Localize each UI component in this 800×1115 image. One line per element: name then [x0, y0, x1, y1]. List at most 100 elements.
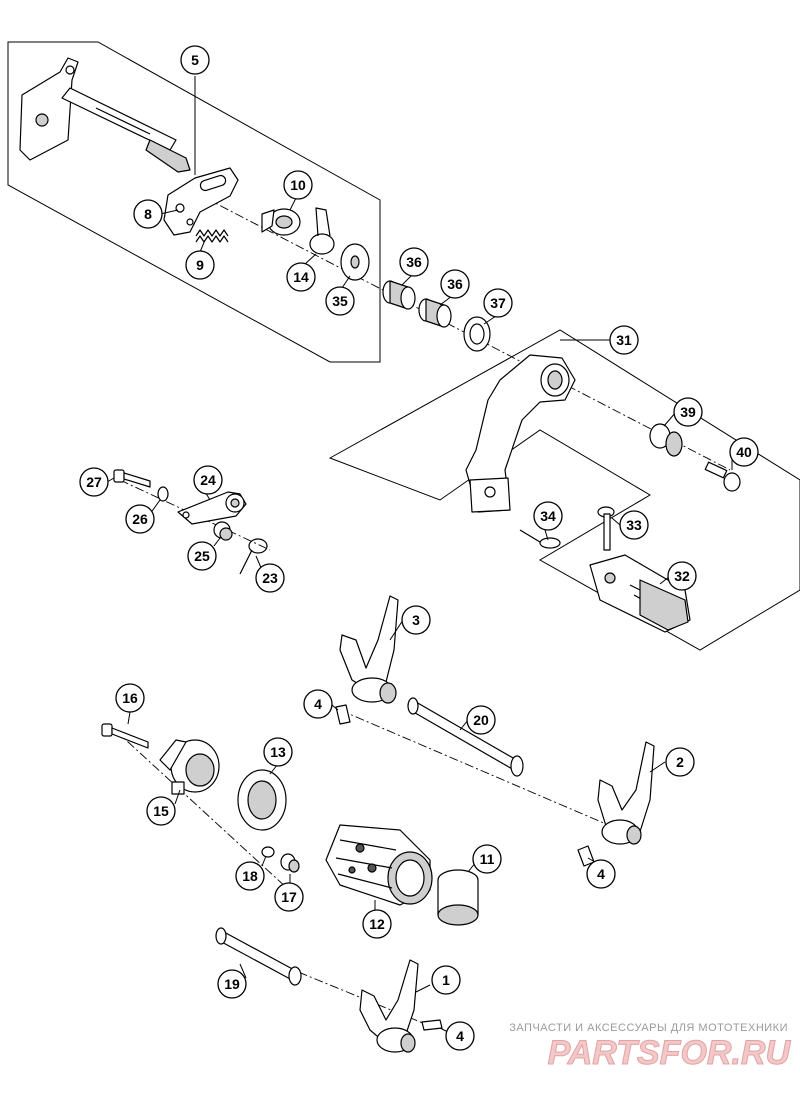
- callout-37: 37: [483, 288, 513, 318]
- screw-17-part: [280, 853, 300, 873]
- svg-text:16: 16: [122, 690, 138, 706]
- bearing-13-part: [237, 769, 287, 831]
- bearing-11-part: [437, 869, 479, 926]
- needle-bearing-2-part: [418, 298, 452, 328]
- callout-33: 33: [619, 510, 649, 540]
- washer-26-part: [157, 486, 169, 502]
- spring-23-part: [239, 538, 268, 575]
- spring-clip-part: [519, 529, 561, 549]
- svg-text:8: 8: [144, 206, 152, 222]
- spring-part: [195, 229, 229, 243]
- svg-text:4: 4: [314, 696, 322, 712]
- bolt-27-part: [113, 469, 151, 488]
- shift-drum-locating-15-part: [159, 739, 220, 795]
- svg-text:37: 37: [490, 295, 506, 311]
- svg-text:4: 4: [456, 1028, 464, 1044]
- callout-26: 26: [125, 504, 155, 534]
- guide-pin-4-upper-part: [335, 704, 351, 725]
- callout-25: 25: [187, 541, 217, 571]
- svg-text:20: 20: [473, 712, 489, 728]
- svg-text:26: 26: [132, 511, 148, 527]
- callout-4-upper: 4: [303, 689, 333, 719]
- callout-9: 9: [185, 250, 215, 280]
- svg-text:25: 25: [194, 548, 210, 564]
- fork-rail-19-part: [215, 927, 302, 986]
- watermark-logo: PARTSFOR.RU: [548, 1034, 792, 1072]
- washer-part: [340, 243, 370, 281]
- svg-text:34: 34: [540, 508, 556, 524]
- svg-text:15: 15: [153, 803, 169, 819]
- axis-drum: [114, 729, 301, 901]
- shift-shaft-part: [19, 57, 191, 173]
- shift-drum-12-part: [325, 824, 433, 906]
- shift-fork-2-part: [597, 741, 655, 845]
- callout-36-a: 36: [399, 247, 429, 277]
- lever-pin-part: [597, 506, 615, 551]
- shift-fork-1-part: [359, 959, 419, 1053]
- guide-pin-4-lower-part: [421, 1019, 443, 1031]
- callout-12: 12: [362, 909, 392, 939]
- needle-bearing-1-part: [382, 280, 416, 310]
- svg-text:19: 19: [224, 976, 240, 992]
- svg-text:32: 32: [674, 568, 690, 584]
- callout-32: 32: [667, 561, 697, 591]
- callout-14: 14: [286, 262, 316, 292]
- svg-text:40: 40: [736, 444, 752, 460]
- callout-24: 24: [193, 465, 223, 495]
- svg-text:23: 23: [262, 570, 278, 586]
- bolt-16-part: [101, 723, 149, 749]
- callout-4-lower: 4: [445, 1021, 475, 1051]
- svg-text:3: 3: [412, 612, 420, 628]
- svg-text:13: 13: [270, 744, 286, 760]
- fork-rail-20-part: [407, 697, 524, 777]
- callout-36-b: 36: [440, 269, 470, 299]
- callout-1: 1: [431, 965, 461, 995]
- callout-8: 8: [133, 199, 163, 229]
- leader-lines: [106, 76, 733, 1033]
- svg-text:4: 4: [597, 866, 605, 882]
- callout-34: 34: [533, 501, 563, 531]
- serrated-washer-part: [649, 423, 683, 457]
- axis-lever-pin: [119, 479, 271, 551]
- svg-text:2: 2: [676, 754, 684, 770]
- callout-15: 15: [146, 796, 176, 826]
- callout-18: 18: [235, 861, 265, 891]
- shift-fork-3-part: [339, 595, 399, 704]
- svg-text:5: 5: [191, 52, 199, 68]
- callout-16: 16: [115, 683, 145, 713]
- svg-text:10: 10: [290, 177, 306, 193]
- callout-39: 39: [673, 397, 703, 427]
- axis-shift-shaft: [189, 189, 731, 471]
- shift-shaft-group-frame: [7, 41, 381, 363]
- roller-25-part: [213, 521, 233, 541]
- callout-31: 31: [609, 325, 639, 355]
- svg-text:12: 12: [369, 916, 385, 932]
- svg-text:17: 17: [281, 889, 297, 905]
- callout-23: 23: [255, 563, 285, 593]
- svg-text:36: 36: [447, 276, 463, 292]
- callout-20: 20: [466, 705, 496, 735]
- callout-10: 10: [283, 170, 313, 200]
- callout-27: 27: [79, 467, 109, 497]
- callout-2: 2: [665, 747, 695, 777]
- callout-11: 11: [472, 844, 502, 874]
- svg-text:24: 24: [200, 472, 216, 488]
- watermark-caption: ЗАПЧАСТИ И АКСЕССУАРЫ ДЛЯ МОТОТЕХНИКИ: [509, 1022, 788, 1034]
- washer-18-part: [261, 846, 275, 858]
- svg-text:35: 35: [332, 293, 348, 309]
- torsion-spring-part: [309, 207, 335, 255]
- guide-ring-part: [261, 208, 301, 236]
- callout-19: 19: [217, 969, 247, 999]
- callout-4-middle: 4: [586, 859, 616, 889]
- svg-text:36: 36: [406, 254, 422, 270]
- callout-13: 13: [263, 737, 293, 767]
- callout-40: 40: [729, 437, 759, 467]
- lever-bolt-part: [704, 461, 741, 492]
- callout-35: 35: [325, 286, 355, 316]
- svg-text:11: 11: [480, 851, 495, 867]
- callout-5: 5: [180, 45, 210, 75]
- shift-lever-tip-part: [589, 554, 691, 633]
- shift-plate-part: [163, 167, 239, 236]
- seal-ring-part: [463, 316, 491, 352]
